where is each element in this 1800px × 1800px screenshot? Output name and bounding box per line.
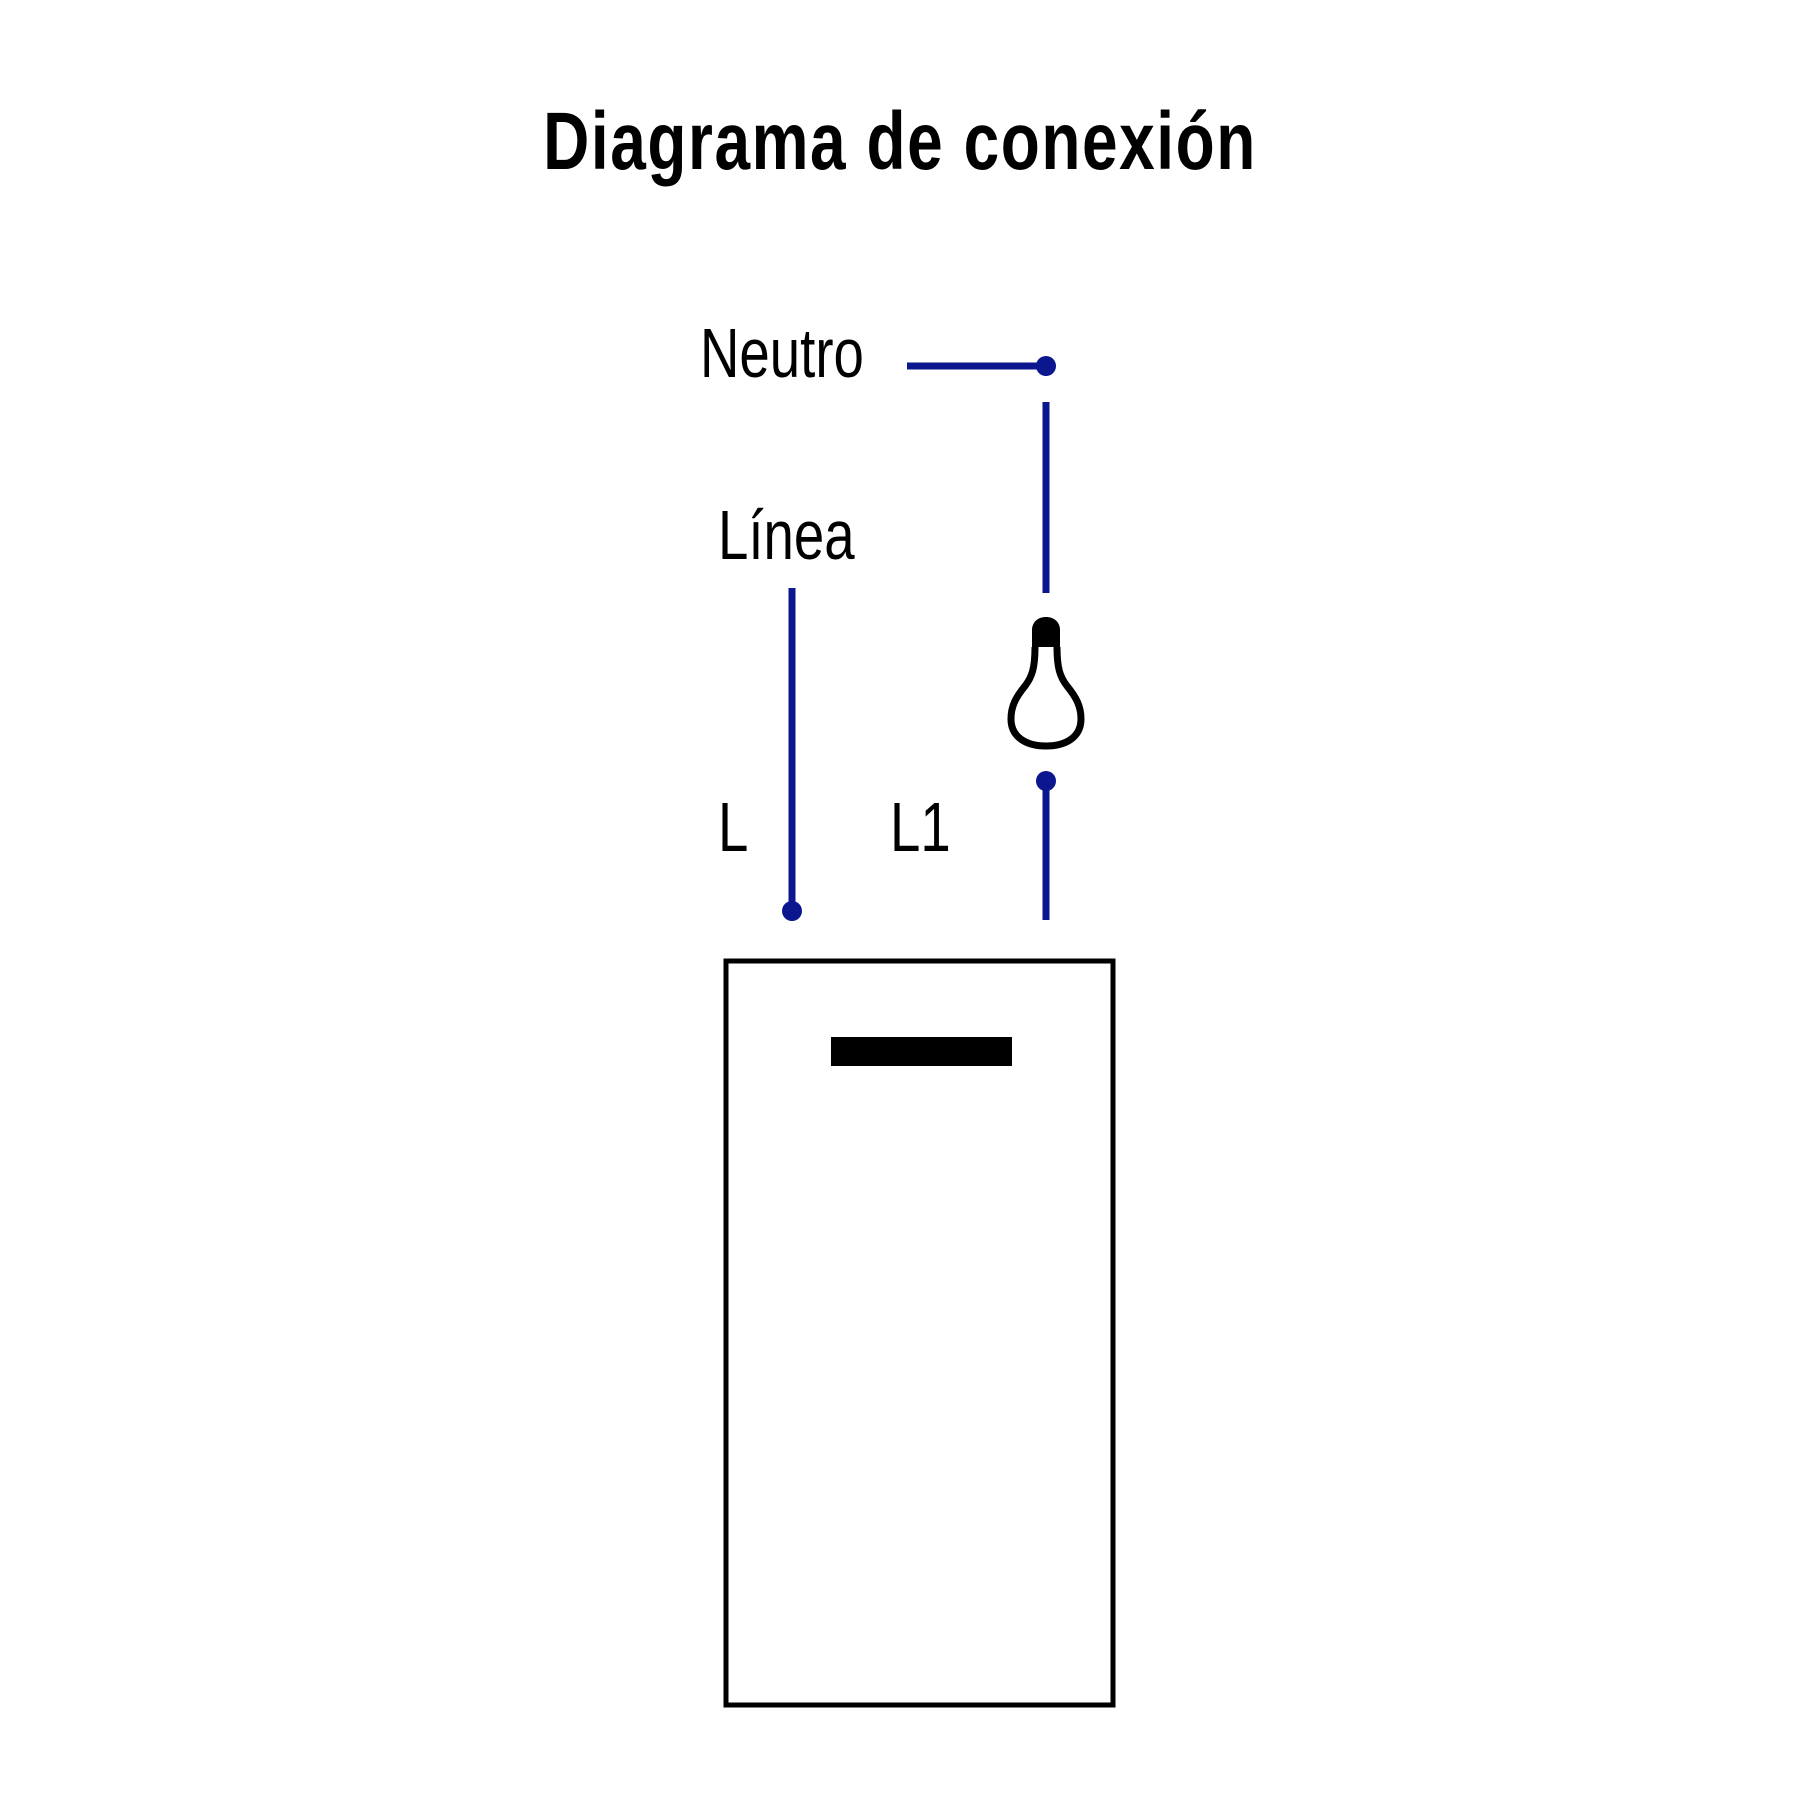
- label-l1: L1: [890, 788, 951, 866]
- light-bulb-icon: [1007, 617, 1085, 750]
- label-linea: Línea: [718, 496, 855, 574]
- switch-body: [723, 958, 1116, 1708]
- l1-wire: [1036, 771, 1056, 920]
- linea-wire: [782, 588, 802, 921]
- label-l: L: [718, 788, 749, 866]
- diagram-title: Diagrama de conexión: [543, 96, 1257, 187]
- label-neutro: Neutro: [700, 314, 864, 392]
- neutro-wire: [907, 356, 1056, 593]
- switch-toggle: [831, 1037, 1012, 1066]
